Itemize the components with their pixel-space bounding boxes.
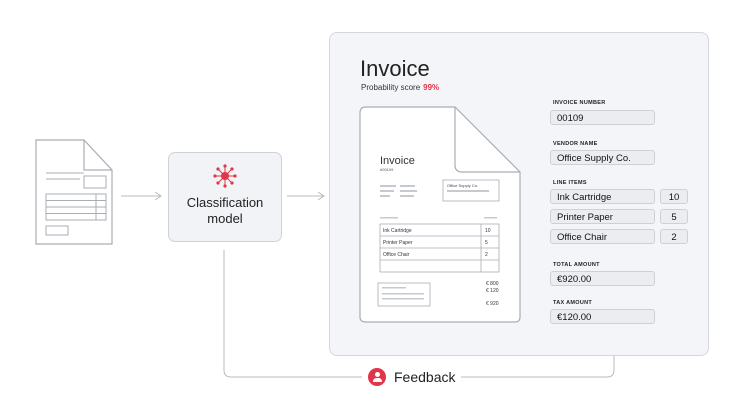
line-item-qty: 2	[660, 229, 688, 244]
classification-model-label: Classification model	[169, 195, 281, 227]
invoice-doc-payment-line	[382, 287, 406, 289]
feedback-label: Feedback	[394, 369, 456, 385]
invoice-doc-item-qty: 5	[485, 240, 488, 246]
total-amount-field: €920.00	[550, 271, 655, 286]
invoice-doc-total: € 920	[486, 301, 499, 307]
invoice-doc-vendor: Office Supply Co.	[447, 183, 478, 188]
invoice-doc-subtotal: € 800	[486, 281, 499, 287]
classifier-label-line2: model	[207, 211, 243, 226]
line-items-label: LINE ITEMS	[553, 180, 587, 186]
probability-value: 99%	[423, 83, 440, 92]
invoice-doc-col-header	[380, 217, 398, 219]
invoice-doc-meta-line	[400, 185, 415, 187]
invoice-doc-item-qty: 10	[485, 228, 491, 234]
arrowhead-doc-to-classifier	[154, 191, 162, 201]
invoice-number-field: 00109	[550, 110, 655, 125]
tax-amount-field: €120.00	[550, 309, 655, 324]
vendor-name-label: VENDOR NAME	[553, 141, 598, 147]
network-icon	[213, 164, 237, 188]
invoice-doc-item-name: Ink Cartridge	[383, 228, 412, 234]
invoice-doc-number: #00109	[380, 167, 394, 172]
input-doc-footer-box	[45, 225, 69, 236]
invoice-doc-meta-line	[380, 190, 394, 192]
invoice-doc-col-header	[484, 217, 497, 219]
classifier-label-line1: Classification	[186, 195, 264, 210]
probability-label: Probability score	[361, 83, 421, 92]
classification-model-box: Classification model	[168, 152, 282, 242]
line-item-name: Ink Cartridge	[550, 189, 655, 204]
invoice-doc-fold	[454, 107, 520, 173]
invoice-doc-meta-line	[380, 185, 396, 187]
line-item-qty: 10	[660, 189, 688, 204]
line-item-name: Printer Paper	[550, 209, 655, 224]
panel-title: Invoice	[360, 56, 430, 81]
invoice-doc-meta-line	[380, 195, 390, 197]
line-item-name: Office Chair	[550, 229, 655, 244]
invoice-doc-payment-box	[377, 282, 431, 307]
feedback-badge: Feedback	[362, 366, 462, 388]
vendor-name-field: Office Supply Co.	[550, 150, 655, 165]
user-icon	[368, 368, 386, 386]
invoice-doc-item-name: Office Chair	[383, 252, 410, 258]
invoice-number-label: INVOICE NUMBER	[553, 100, 606, 106]
invoice-doc-item-name: Printer Paper	[383, 240, 413, 246]
total-amount-label: TOTAL AMOUNT	[553, 262, 600, 268]
arrowhead-classifier-to-panel	[317, 191, 325, 201]
invoice-doc-title: Invoice	[380, 155, 415, 167]
invoice-doc-payment-line	[382, 298, 424, 300]
invoice-doc-vendor-box	[442, 179, 500, 202]
invoice-doc-meta-line	[400, 195, 414, 197]
invoice-doc-vendor-addr	[447, 190, 489, 192]
input-doc-page	[35, 139, 113, 245]
input-doc-box	[83, 175, 107, 189]
input-doc-fold	[83, 140, 112, 171]
invoice-doc-payment-line	[382, 293, 424, 295]
invoice-doc-item-qty: 2	[485, 252, 488, 258]
invoice-doc-meta-line	[400, 190, 417, 192]
tax-amount-label: TAX AMOUNT	[553, 300, 593, 306]
invoice-doc-tax: € 120	[486, 288, 499, 294]
invoice-doc-page	[359, 106, 521, 323]
line-item-qty: 5	[660, 209, 688, 224]
